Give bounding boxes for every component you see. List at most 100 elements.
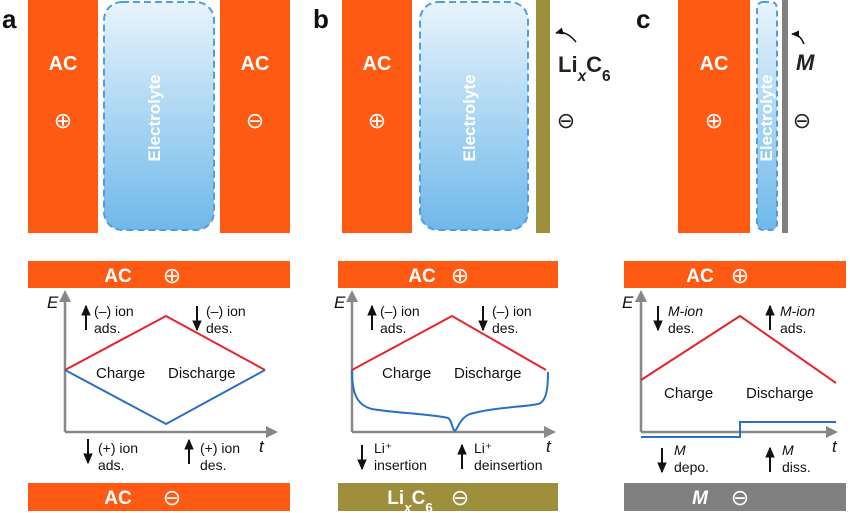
annotation-line: des.: [200, 457, 226, 473]
minus-icon: ⊖: [246, 108, 264, 133]
plus-icon: ⊕: [731, 263, 749, 288]
negative-electrode-curve: [641, 421, 836, 438]
positive-electrode-bar: [28, 261, 290, 288]
electrolyte-label: Electrolyte: [145, 75, 164, 162]
x-axis-label: t: [259, 437, 265, 456]
minus-icon: ⊖: [731, 485, 749, 510]
y-axis-label: E: [47, 293, 59, 312]
cell-diagram: AC ⊕ Electrolyte M ⊖: [678, 0, 815, 233]
y-axis-arrowhead: [346, 290, 358, 302]
annotation-line: ads.: [380, 320, 406, 336]
metal-electrode: [782, 0, 788, 233]
x-axis-label: t: [832, 437, 838, 456]
positive-bar-label: AC: [408, 266, 436, 287]
potential-plot: E t Charge Discharge (–) ion ads. (–) io…: [334, 290, 556, 473]
annotation-line: depo.: [674, 459, 709, 475]
y-axis-arrowhead: [59, 290, 71, 302]
negative-bar-label: M: [692, 488, 709, 509]
panel-b: b AC ⊕ Electrolyte LixC6 ⊖ AC ⊕ E t Char…: [313, 0, 611, 513]
panel-a: a AC ⊕ Electrolyte AC ⊖ AC ⊕ E t Charge …: [2, 0, 290, 511]
charge-label: Charge: [96, 365, 145, 382]
positive-electrode-label: AC: [700, 53, 729, 75]
annotation-line: Li⁺: [474, 440, 492, 456]
cell-diagram: AC ⊕ Electrolyte LixC6 ⊖: [342, 0, 611, 233]
x-axis-label: t: [546, 437, 552, 456]
negative-electrode-bar: [28, 483, 290, 511]
positive-electrode-curve: [351, 314, 547, 371]
electrolyte-region: [103, 1, 215, 231]
discharge-label: Discharge: [746, 385, 814, 402]
negative-electrode-curve: [351, 369, 549, 433]
x-axis-arrowhead: [266, 426, 278, 438]
x-axis-arrowhead: [826, 426, 838, 438]
annotation-line: (–) ion: [380, 303, 420, 319]
potential-plot: E t Charge Discharge (–) ion ads. (–) io…: [47, 290, 278, 473]
annotation-line: M: [674, 442, 686, 458]
x-axis-arrowhead: [544, 426, 556, 438]
negative-bar-label: LixC6: [387, 488, 432, 513]
negative-electrode: [536, 0, 550, 233]
metal-electrode-label: M: [796, 50, 815, 75]
annotation-line: (+) ion: [98, 440, 138, 456]
annotation-line: (–) ion: [492, 303, 532, 319]
y-axis-arrowhead: [635, 290, 647, 302]
annotation-line: ads.: [98, 457, 124, 473]
positive-electrode-curve: [640, 314, 837, 384]
potential-plot: E t Charge Discharge M-ion des. M-ion ad…: [622, 290, 838, 475]
annotation-line: ads.: [780, 320, 806, 336]
positive-electrode-curve: [64, 314, 266, 371]
positive-electrode-label: AC: [363, 53, 392, 75]
charge-label: Charge: [382, 365, 431, 382]
panel-c: c AC ⊕ Electrolyte M ⊖ AC ⊕ E t Charge D…: [622, 0, 846, 511]
annotation-line: (–) ion: [206, 303, 246, 319]
electrolyte-label: Electrolyte: [460, 75, 479, 162]
annotation-line: (–) ion: [94, 303, 134, 319]
electrolyte-label: Electrolyte: [757, 75, 776, 162]
y-axis-label: E: [334, 293, 346, 312]
cell-diagram: AC ⊕ Electrolyte AC ⊖: [28, 0, 290, 233]
positive-electrode-bar: [624, 261, 846, 288]
positive-electrode: [342, 0, 412, 233]
panel-label: a: [2, 4, 17, 34]
positive-bar-label: AC: [104, 266, 132, 287]
discharge-label: Discharge: [454, 365, 522, 382]
callout-arrow-icon: [555, 27, 577, 43]
negative-electrode-curve: [64, 369, 266, 426]
electrolyte-region: [419, 1, 529, 231]
annotation-line: diss.: [782, 459, 811, 475]
positive-electrode-label: AC: [49, 53, 78, 75]
negative-bar-label: AC: [104, 488, 132, 509]
minus-icon: ⊖: [793, 108, 811, 133]
plus-icon: ⊕: [163, 263, 181, 288]
annotation-line: M-ion: [780, 303, 815, 319]
annotation-line: ads.: [94, 320, 120, 336]
charge-label: Charge: [664, 385, 713, 402]
y-axis-label: E: [622, 293, 634, 312]
negative-electrode-label: AC: [241, 53, 270, 75]
plus-icon: ⊕: [451, 263, 469, 288]
plus-icon: ⊕: [54, 108, 72, 133]
annotation-line: des.: [492, 320, 518, 336]
metal-electrode-bar: [624, 483, 846, 511]
annotation-line: Li⁺: [374, 440, 392, 456]
callout-arrow-icon: [791, 30, 805, 45]
panel-label: b: [313, 4, 329, 34]
annotation-line: des.: [206, 320, 232, 336]
positive-electrode: [678, 0, 750, 233]
minus-icon: ⊖: [557, 108, 575, 133]
negative-electrode: [220, 0, 290, 233]
plus-icon: ⊕: [368, 108, 386, 133]
annotation-line: insertion: [374, 457, 427, 473]
plus-icon: ⊕: [705, 108, 723, 133]
electrolyte-region: [756, 1, 778, 231]
negative-electrode-label: LixC6: [558, 52, 611, 85]
positive-electrode: [28, 0, 98, 233]
annotation-line: deinsertion: [474, 457, 543, 473]
minus-icon: ⊖: [451, 485, 469, 510]
minus-icon: ⊖: [163, 485, 181, 510]
panel-label: c: [636, 4, 650, 34]
negative-electrode-bar: [338, 483, 558, 511]
annotation-line: M: [782, 442, 794, 458]
positive-bar-label: AC: [686, 266, 714, 287]
